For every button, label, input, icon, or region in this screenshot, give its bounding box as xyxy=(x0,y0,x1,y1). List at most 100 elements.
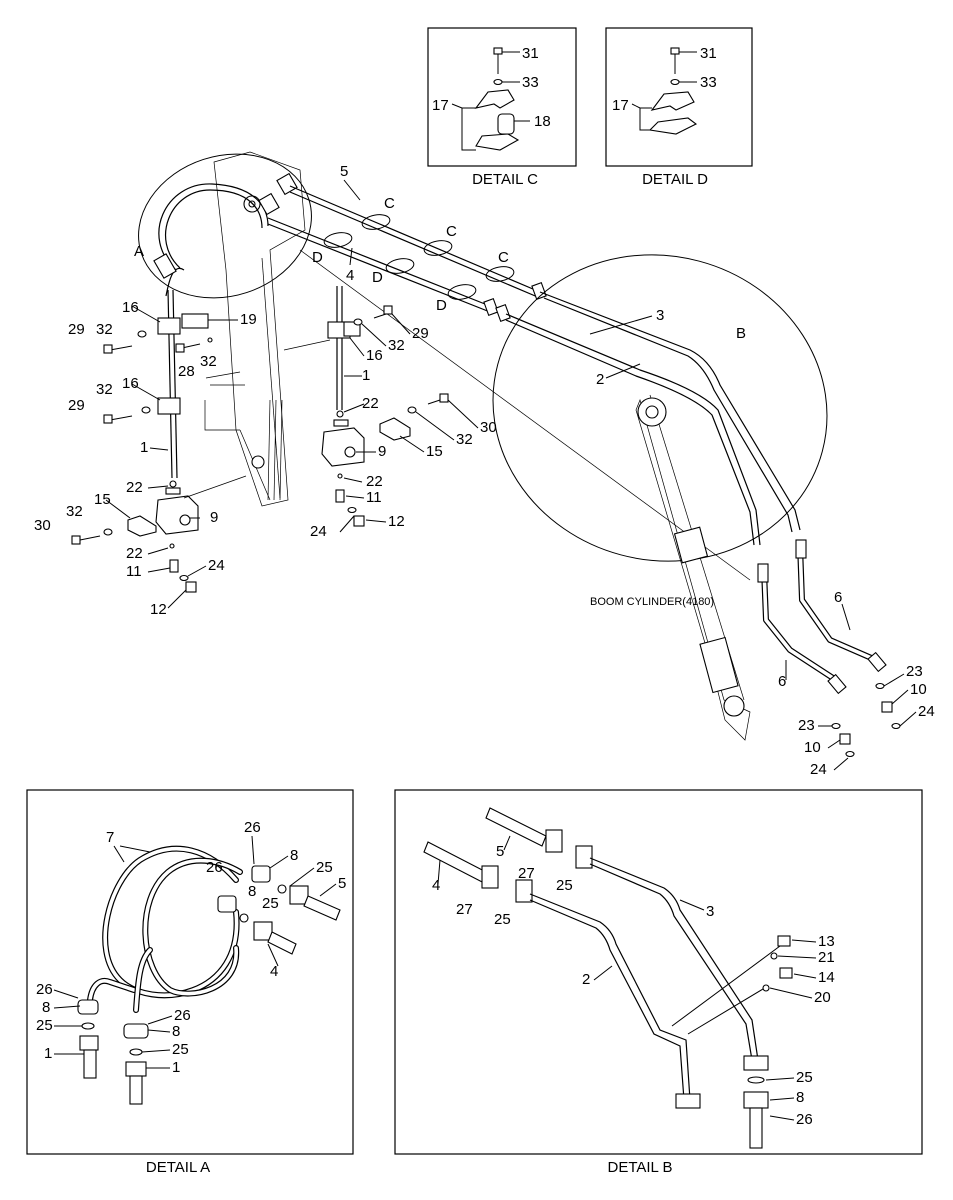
part-label-30: 30 xyxy=(480,419,497,436)
part-label-25: 25 xyxy=(36,1017,53,1034)
part-label-26: 26 xyxy=(36,981,53,998)
part-label-8: 8 xyxy=(796,1089,804,1106)
part-label-25: 25 xyxy=(316,859,333,876)
detail-a-caption: DETAIL A xyxy=(146,1159,210,1176)
region-c-label: C xyxy=(384,195,395,212)
main-assembly xyxy=(71,151,901,758)
region-b-label: B xyxy=(736,325,746,342)
part-label-32: 32 xyxy=(96,381,113,398)
part-label-25: 25 xyxy=(556,877,573,894)
region-d-label: D xyxy=(312,249,323,266)
part-label-14: 14 xyxy=(818,969,835,986)
part-label-20: 20 xyxy=(814,989,831,1006)
part-label-5: 5 xyxy=(338,875,346,892)
part-label-25: 25 xyxy=(494,911,511,928)
part-label-10: 10 xyxy=(804,739,821,756)
part-label-10: 10 xyxy=(910,681,927,698)
labels: DETAIL C DETAIL D DETAIL A DETAIL B BOOM… xyxy=(34,45,935,1176)
part-label-32: 32 xyxy=(456,431,473,448)
part-label-23: 23 xyxy=(906,663,923,680)
part-label-33: 33 xyxy=(522,74,539,91)
part-label-9: 9 xyxy=(210,509,218,526)
part-label-16: 16 xyxy=(122,375,139,392)
part-label-27: 27 xyxy=(518,865,535,882)
part-label-21: 21 xyxy=(818,949,835,966)
detail-c-panel xyxy=(427,27,577,167)
part-label-1: 1 xyxy=(362,367,370,384)
part-label-29: 29 xyxy=(412,325,429,342)
part-label-8: 8 xyxy=(42,999,50,1016)
part-label-6: 6 xyxy=(778,673,786,690)
part-label-30: 30 xyxy=(34,517,51,534)
part-label-1: 1 xyxy=(172,1059,180,1076)
part-label-4: 4 xyxy=(432,877,440,894)
part-label-8: 8 xyxy=(290,847,298,864)
detail-b-panel xyxy=(394,789,923,1155)
part-label-25: 25 xyxy=(262,895,279,912)
detail-c-caption: DETAIL C xyxy=(472,171,538,188)
part-label-13: 13 xyxy=(818,933,835,950)
part-label-9: 9 xyxy=(378,443,386,460)
part-label-2: 2 xyxy=(596,371,604,388)
part-label-12: 12 xyxy=(150,601,167,618)
part-label-25: 25 xyxy=(172,1041,189,1058)
detail-d-caption: DETAIL D xyxy=(642,171,708,188)
part-label-8: 8 xyxy=(172,1023,180,1040)
part-label-1: 1 xyxy=(44,1045,52,1062)
part-label-23: 23 xyxy=(798,717,815,734)
part-label-17: 17 xyxy=(432,97,449,114)
part-label-11: 11 xyxy=(366,489,382,506)
part-label-18: 18 xyxy=(534,113,551,130)
part-label-12: 12 xyxy=(388,513,405,530)
part-label-17: 17 xyxy=(612,97,629,114)
part-label-16: 16 xyxy=(366,347,383,364)
part-label-2: 2 xyxy=(582,971,590,988)
part-label-27: 27 xyxy=(456,901,473,918)
part-label-29: 29 xyxy=(68,321,85,338)
part-label-24: 24 xyxy=(918,703,935,720)
part-label-3: 3 xyxy=(656,307,664,324)
part-label-5: 5 xyxy=(340,163,348,180)
part-label-4: 4 xyxy=(270,963,278,980)
part-label-4: 4 xyxy=(346,267,354,284)
part-label-32: 32 xyxy=(96,321,113,338)
part-label-24: 24 xyxy=(310,523,327,540)
part-label-22: 22 xyxy=(126,545,143,562)
part-label-24: 24 xyxy=(208,557,225,574)
region-d-label: D xyxy=(372,269,383,286)
part-label-28: 28 xyxy=(178,363,195,380)
region-c-label: C xyxy=(498,249,509,266)
detail-a-panel xyxy=(26,789,354,1155)
part-label-32: 32 xyxy=(200,353,217,370)
part-label-22: 22 xyxy=(366,473,383,490)
part-label-5: 5 xyxy=(496,843,504,860)
part-label-26: 26 xyxy=(174,1007,191,1024)
part-label-16: 16 xyxy=(122,299,139,316)
part-label-22: 22 xyxy=(126,479,143,496)
part-label-31: 31 xyxy=(700,45,717,62)
region-a-label: A xyxy=(134,243,144,260)
part-label-26: 26 xyxy=(796,1111,813,1128)
part-label-32: 32 xyxy=(66,503,83,520)
part-label-11: 11 xyxy=(126,563,142,580)
part-label-6: 6 xyxy=(834,589,842,606)
part-label-15: 15 xyxy=(426,443,443,460)
boom-cylinder-label: BOOM CYLINDER(4180) xyxy=(590,596,714,608)
part-label-8: 8 xyxy=(248,883,256,900)
part-label-3: 3 xyxy=(706,903,714,920)
part-label-15: 15 xyxy=(94,491,111,508)
region-d-label: D xyxy=(436,297,447,314)
detail-d-panel xyxy=(605,27,753,167)
part-label-7: 7 xyxy=(106,829,114,846)
part-label-1: 1 xyxy=(140,439,148,456)
part-label-32: 32 xyxy=(388,337,405,354)
part-label-26: 26 xyxy=(244,819,261,836)
part-label-19: 19 xyxy=(240,311,257,328)
part-label-24: 24 xyxy=(810,761,827,778)
part-label-33: 33 xyxy=(700,74,717,91)
part-label-26: 26 xyxy=(206,859,223,876)
region-c-label: C xyxy=(446,223,457,240)
part-label-22: 22 xyxy=(362,395,379,412)
part-label-25: 25 xyxy=(796,1069,813,1086)
